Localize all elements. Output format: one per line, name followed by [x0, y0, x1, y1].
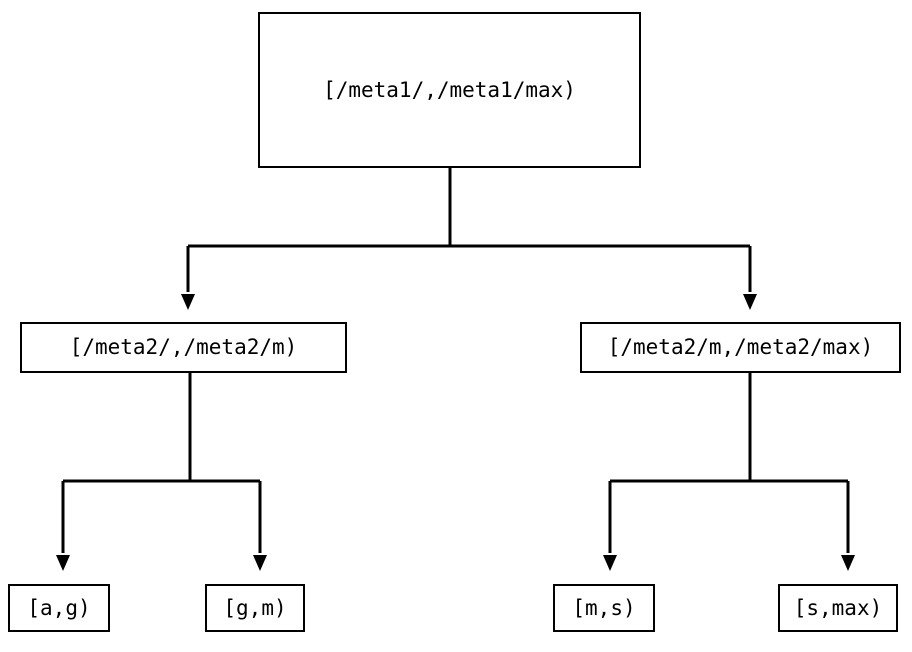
tree-node-leaf-3[interactable]: [m,s): [553, 584, 655, 632]
tree-node-root-label: [/meta1/,/meta1/max): [323, 77, 576, 102]
tree-node-leaf-1[interactable]: [a,g): [8, 584, 110, 632]
tree-node-leaf-4[interactable]: [s,max): [778, 584, 898, 632]
arrowhead-to-leaf-1: [56, 555, 70, 571]
arrowhead-to-leaf-2: [253, 555, 267, 571]
tree-node-leaf-2-label: [g,m): [223, 595, 287, 620]
edge-mid-left-to-leaves: [56, 373, 267, 571]
tree-node-mid-right[interactable]: [/meta2/m,/meta2/max): [580, 322, 901, 373]
arrowhead-to-leaf-4: [841, 555, 855, 571]
edge-mid-right-to-leaves: [603, 373, 855, 571]
arrowhead-to-mid-right: [743, 294, 757, 310]
tree-node-root[interactable]: [/meta1/,/meta1/max): [258, 12, 641, 168]
tree-node-mid-left-label: [/meta2/,/meta2/m): [69, 335, 298, 359]
arrowhead-to-mid-left: [181, 294, 195, 310]
tree-node-leaf-1-label: [a,g): [27, 595, 91, 620]
tree-node-leaf-2[interactable]: [g,m): [205, 584, 305, 632]
tree-node-mid-right-label: [/meta2/m,/meta2/max): [607, 335, 874, 359]
tree-node-leaf-4-label: [s,max): [793, 595, 883, 620]
edge-root-to-mid-nodes: [181, 168, 757, 310]
arrowhead-to-leaf-3: [603, 555, 617, 571]
tree-node-mid-left[interactable]: [/meta2/,/meta2/m): [20, 322, 347, 373]
tree-node-leaf-3-label: [m,s): [572, 595, 636, 620]
